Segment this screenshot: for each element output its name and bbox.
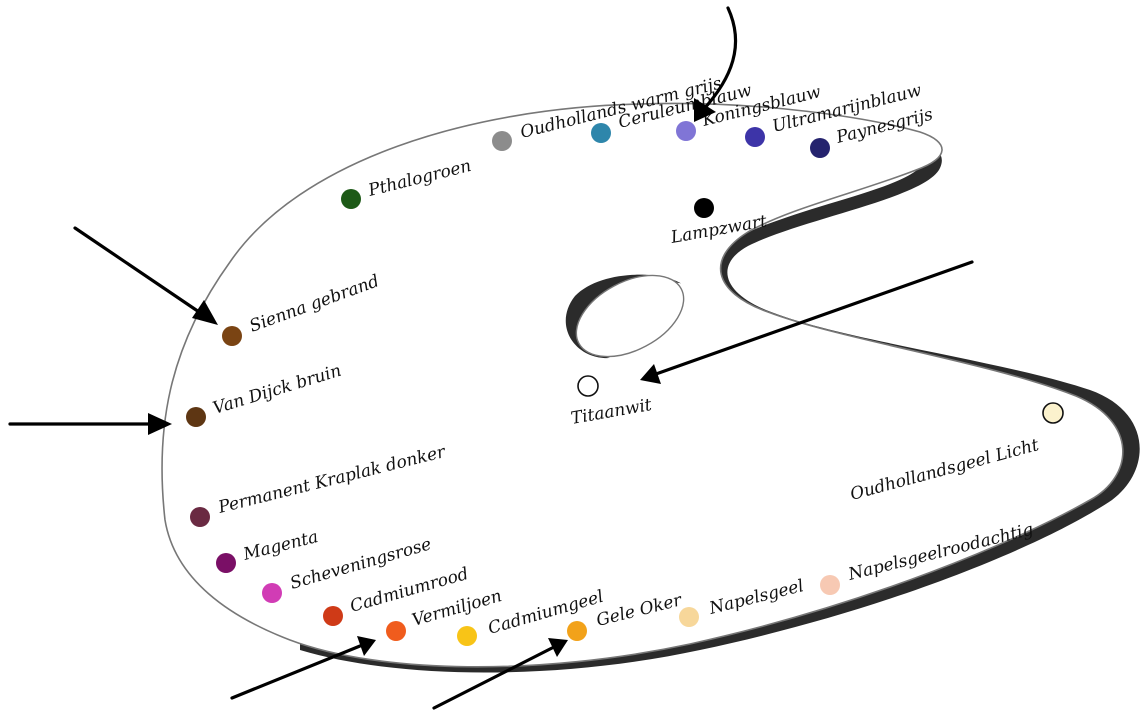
paint-swatch-scheveningsrose <box>262 583 282 603</box>
arrow-koningsblauw <box>694 6 738 122</box>
paint-swatch-vermiljoen <box>386 621 406 641</box>
paint-swatch-ultramarijnblauw <box>745 127 765 147</box>
paint-swatch-titaanwit <box>577 375 599 397</box>
arrow-sienna-gebrand <box>73 226 218 325</box>
arrow-titaanwit <box>640 260 974 384</box>
palette-outline <box>161 102 1124 668</box>
paint-swatch-cadmiumrood <box>323 606 343 626</box>
paint-swatch-van-dijck-bruin <box>186 407 206 427</box>
paint-swatch-oudhollands-warm-grijs <box>492 131 512 151</box>
thumb-hole <box>575 274 685 358</box>
arrow-gele-oker <box>432 638 568 710</box>
paint-swatch-oudhollandsgeel-licht <box>1042 402 1064 424</box>
arrow-van-dijck-bruin <box>8 413 172 435</box>
paint-swatch-permanent-kraplak-donker <box>190 507 210 527</box>
paint-swatch-lampzwart <box>694 198 714 218</box>
paint-swatch-sienna-gebrand <box>222 326 242 346</box>
paint-swatch-magenta <box>216 553 236 573</box>
paint-swatch-koningsblauw <box>676 121 696 141</box>
paint-swatch-gele-oker <box>567 621 587 641</box>
paint-swatch-napelsgeel <box>679 607 699 627</box>
thumb-hole-shadow <box>565 274 682 359</box>
paint-swatch-ceruleumblauw <box>591 123 611 143</box>
paint-swatch-cadmiumgeel <box>457 626 477 646</box>
paint-swatch-paynesgrijs <box>810 138 830 158</box>
paint-swatch-pthalogroen <box>341 189 361 209</box>
paint-swatch-napelsgeelroodachtig <box>820 575 840 595</box>
arrow-vermiljoen <box>230 636 376 700</box>
